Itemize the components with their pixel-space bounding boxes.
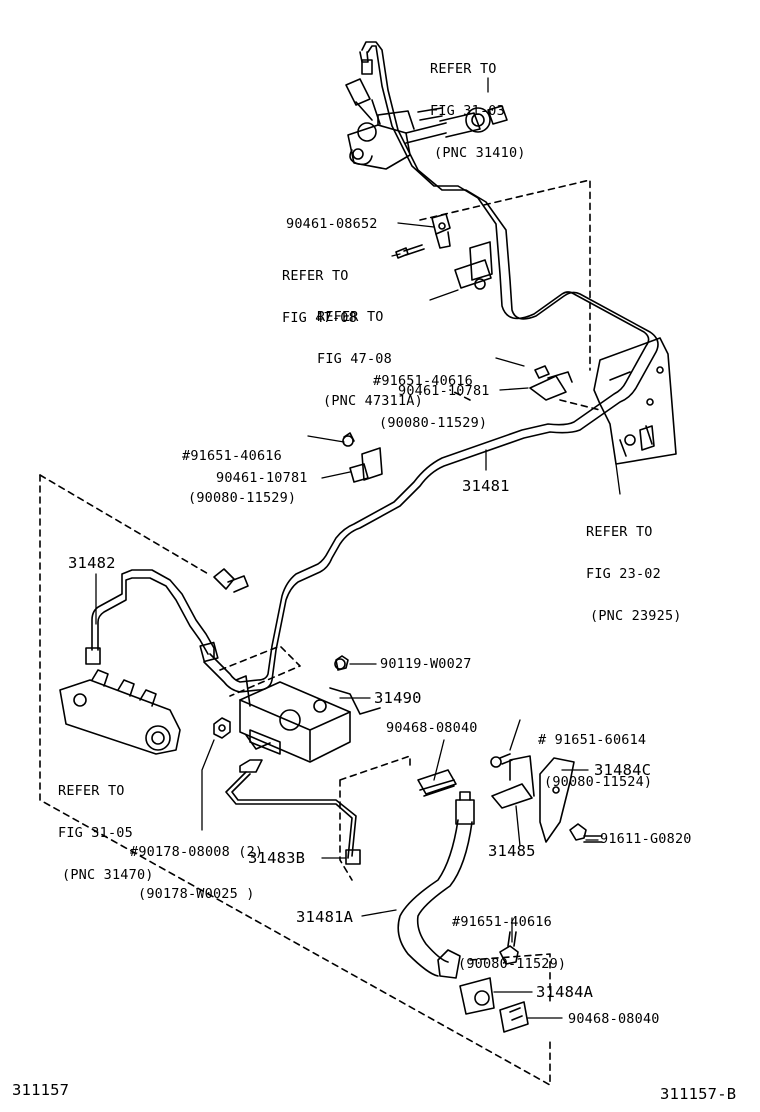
label-90468-08040-a: 90468-08040: [386, 720, 478, 736]
label-line: (90080-11529): [379, 415, 488, 431]
slave-cylinder: [59, 669, 181, 755]
label-line: (90080-11529): [458, 956, 567, 972]
label-line: (PNC 47311A): [323, 393, 423, 409]
label-90461-10781-a: 90461-10781: [398, 383, 490, 399]
label-90461-10781-b: 90461-10781: [216, 470, 308, 486]
label-line: FIG 31-03: [430, 103, 505, 119]
label-line: REFER TO: [282, 268, 349, 284]
label-line: (90080-11524): [544, 774, 653, 790]
label-31490: 31490: [374, 689, 422, 707]
label-ref-fig-47-08-b: REFER TO FIG 47-08 (PNC 47311A): [317, 282, 423, 422]
label-line: REFER TO: [317, 309, 384, 325]
label-line: REFER TO: [430, 61, 497, 77]
clip-upper: [417, 769, 457, 797]
label-91651-40616-a: #91651-40616 (90080-11529): [373, 346, 487, 444]
label-line: (PNC 31410): [434, 145, 526, 161]
label-line: FIG 31-05: [58, 825, 133, 841]
label-31484C: 31484C: [594, 761, 652, 779]
bolt-lower: [499, 931, 519, 965]
label-90178-08008: #90178-08008 (2) (90178-W0025 ): [130, 817, 263, 915]
bracket-31485: [490, 753, 535, 809]
upper-pipe: [203, 41, 659, 693]
label-ref-fig-47-08-a: REFER TO FIG 47-08: [282, 241, 357, 339]
label-line: FIG 47-08: [282, 310, 357, 326]
label-91651-60614: # 91651-60614 (90080-11524): [538, 705, 652, 803]
bracket-31484A: [459, 977, 495, 1015]
label-31485: 31485: [488, 842, 536, 860]
label-line: # 91651-60614: [538, 732, 647, 748]
label-line: (90080-11529): [188, 490, 297, 506]
leader-lines: [95, 77, 621, 1019]
label-ref-fig-23-02: REFER TO FIG 23-02 (PNC 23925): [586, 497, 682, 637]
figure-id-left: 311157: [12, 1081, 70, 1099]
clamp-middle: [342, 432, 383, 483]
clip-lower: [499, 1001, 529, 1033]
nut-90178: [213, 717, 231, 739]
label-line: FIG 23-02: [586, 566, 661, 582]
label-31481A: 31481A: [296, 908, 354, 926]
label-line: (PNC 23925): [590, 608, 682, 624]
hose-31481A: [397, 791, 475, 979]
label-line: #91651-40616: [373, 373, 473, 389]
pipe-31483B: [225, 759, 361, 865]
label-31481: 31481: [462, 477, 510, 495]
bracket-31484C: [539, 757, 575, 843]
label-line: (90178-W0025 ): [138, 886, 255, 902]
figure-id-right: 311157-B: [660, 1085, 737, 1103]
label-line: FIG 47-08: [317, 351, 392, 367]
clamp-right: [529, 365, 573, 401]
label-90461-08652: 90461-08652: [286, 216, 378, 232]
label-line: #91651-40616: [452, 914, 552, 930]
clamp-upper: [431, 213, 451, 249]
label-ref-fig-31-05: REFER TO FIG 31-05 (PNC 31470): [58, 756, 154, 896]
dashed-guides: [39, 179, 601, 1086]
label-90468-08040-b: 90468-08040: [568, 1011, 660, 1027]
pipe-31482: [85, 569, 219, 665]
label-31482: 31482: [68, 554, 116, 572]
label-line: REFER TO: [58, 783, 125, 799]
label-91651-40616-b: #91651-40616 (90080-11529): [182, 421, 296, 519]
label-31483B: 31483B: [248, 849, 306, 867]
label-31484A: 31484A: [536, 983, 594, 1001]
label-90119-w0027: 90119-W0027: [380, 656, 472, 672]
label-line: REFER TO: [586, 524, 653, 540]
label-ref-fig-31-03: REFER TO FIG 31-03 (PNC 31410): [430, 34, 526, 174]
bracket-upper: [454, 241, 493, 290]
label-line: #90178-08008 (2): [130, 844, 264, 860]
label-line: (PNC 31470): [62, 867, 154, 883]
bracket-plate-right: [593, 337, 677, 465]
bolt-91611: [569, 823, 603, 843]
label-91651-40616-c: #91651-40616 (90080-11529): [452, 887, 566, 985]
valve-body-31490: [235, 655, 381, 763]
bolt-upper: [395, 244, 425, 259]
label-line: #91651-40616: [182, 448, 282, 464]
label-91611-g0820: 91611-G0820: [600, 831, 692, 847]
